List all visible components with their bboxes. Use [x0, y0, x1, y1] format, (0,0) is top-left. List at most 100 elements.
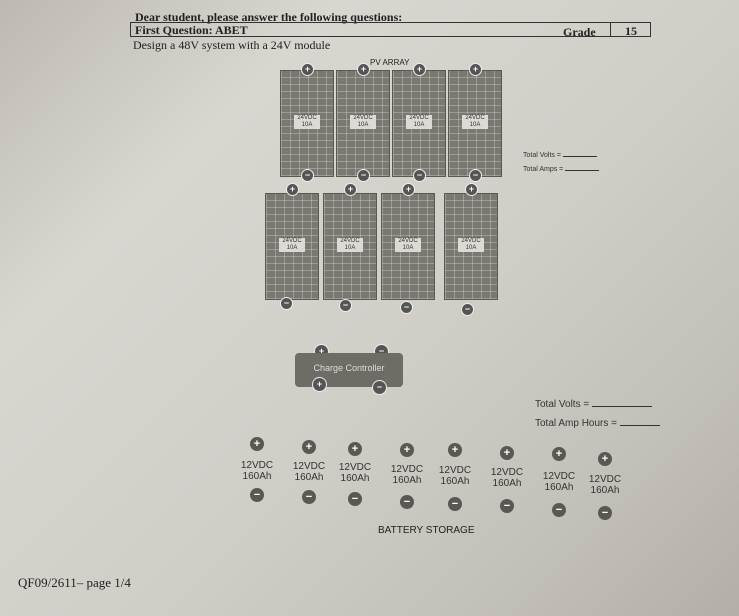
- battery-total-volts: Total Volts =: [535, 398, 652, 410]
- battery-ah: 160Ah: [544, 482, 574, 493]
- question-title: First Question: ABET: [135, 23, 248, 37]
- panel-volts: 24VDC: [340, 238, 360, 244]
- battery-storage-title: BATTERY STORAGE: [378, 525, 475, 536]
- pv-array-title: PV ARRAY: [370, 58, 410, 67]
- negative-terminal-icon: −: [461, 303, 474, 316]
- battery-ah: 160Ah: [242, 471, 272, 482]
- positive-terminal-icon: +: [357, 63, 370, 76]
- battery-volts: 12VDC: [390, 464, 424, 475]
- battery-volts: 12VDC: [542, 471, 576, 482]
- panel-volts: 24VDC: [409, 115, 429, 121]
- positive-terminal-icon: +: [552, 447, 566, 461]
- battery-total-volts-blank[interactable]: [591, 398, 652, 407]
- positive-terminal-icon: +: [302, 440, 316, 454]
- positive-terminal-icon: +: [344, 183, 357, 196]
- panel-amps: 10A: [301, 122, 313, 128]
- instruction-text: Dear student, please answer the followin…: [135, 10, 403, 24]
- battery-volts: 12VDC: [292, 461, 326, 472]
- panel-volts: 24VDC: [461, 238, 481, 244]
- pv-total-amps-label: Total Amps =: [523, 166, 564, 173]
- battery-total-volts-label: Total Volts =: [535, 399, 590, 410]
- positive-terminal-icon: +: [598, 452, 612, 466]
- battery-total-amp-hours-label: Total Amp Hours =: [535, 418, 617, 429]
- panel-volts: 24VDC: [297, 115, 317, 121]
- battery-volts: 12VDC: [438, 465, 472, 476]
- positive-terminal-icon: +: [402, 183, 415, 196]
- negative-terminal-icon: −: [400, 495, 414, 509]
- page-footer: QF09/2611– page 1/4: [18, 575, 131, 590]
- negative-terminal-icon: −: [469, 169, 482, 182]
- grade-label: Grade: [563, 25, 596, 39]
- positive-terminal-icon: +: [250, 437, 264, 451]
- positive-terminal-icon: +: [286, 183, 299, 196]
- negative-terminal-icon: −: [250, 488, 264, 502]
- negative-terminal-icon: −: [448, 497, 462, 511]
- table-border-right: [650, 22, 651, 37]
- table-border-top: [130, 22, 650, 23]
- battery-ah: 160Ah: [440, 476, 470, 487]
- pv-total-volts-blank[interactable]: [562, 150, 597, 157]
- battery-ah: 160Ah: [340, 473, 370, 484]
- negative-terminal-icon: −: [280, 297, 293, 310]
- panel-amps: 10A: [465, 245, 477, 251]
- pv-total-amps-blank[interactable]: [565, 164, 600, 171]
- panel-amps: 10A: [469, 122, 481, 128]
- battery-ah: 160Ah: [294, 472, 324, 483]
- panel-amps: 10A: [344, 245, 356, 251]
- positive-terminal-icon: +: [348, 442, 362, 456]
- panel-volts: 24VDC: [398, 238, 418, 244]
- question-prompt: Design a 48V system with a 24V module: [133, 38, 331, 52]
- positive-terminal-icon: +: [413, 63, 426, 76]
- positive-terminal-icon: +: [312, 377, 327, 392]
- negative-terminal-icon: −: [348, 492, 362, 506]
- panel-amps: 10A: [286, 245, 298, 251]
- negative-terminal-icon: −: [301, 169, 314, 182]
- battery-ah: 160Ah: [492, 478, 522, 489]
- negative-terminal-icon: −: [552, 503, 566, 517]
- charge-controller-label: Charge Controller: [313, 363, 385, 373]
- table-border: [130, 22, 131, 37]
- pv-total-volts-label: Total Volts =: [523, 152, 561, 159]
- grade-score: 15: [625, 24, 637, 38]
- negative-terminal-icon: −: [500, 499, 514, 513]
- positive-terminal-icon: +: [400, 443, 414, 457]
- positive-terminal-icon: +: [469, 63, 482, 76]
- panel-amps: 10A: [402, 245, 414, 251]
- negative-terminal-icon: −: [357, 169, 370, 182]
- panel-volts: 24VDC: [465, 115, 485, 121]
- panel-amps: 10A: [413, 122, 425, 128]
- pv-total-volts: Total Volts =: [523, 150, 597, 159]
- battery-volts: 12VDC: [490, 467, 524, 478]
- panel-volts: 24VDC: [282, 238, 302, 244]
- battery-total-amp-hours-blank[interactable]: [619, 417, 660, 426]
- negative-terminal-icon: −: [372, 380, 387, 395]
- negative-terminal-icon: −: [598, 506, 612, 520]
- pv-total-amps: Total Amps =: [523, 164, 600, 173]
- battery-ah: 160Ah: [590, 485, 620, 496]
- negative-terminal-icon: −: [302, 490, 316, 504]
- battery-total-amp-hours: Total Amp Hours =: [535, 417, 660, 429]
- battery-volts: 12VDC: [338, 462, 372, 473]
- header-divider: [130, 36, 650, 37]
- negative-terminal-icon: −: [400, 301, 413, 314]
- grade-divider: [610, 22, 611, 37]
- positive-terminal-icon: +: [500, 446, 514, 460]
- positive-terminal-icon: +: [465, 183, 478, 196]
- battery-ah: 160Ah: [392, 475, 422, 486]
